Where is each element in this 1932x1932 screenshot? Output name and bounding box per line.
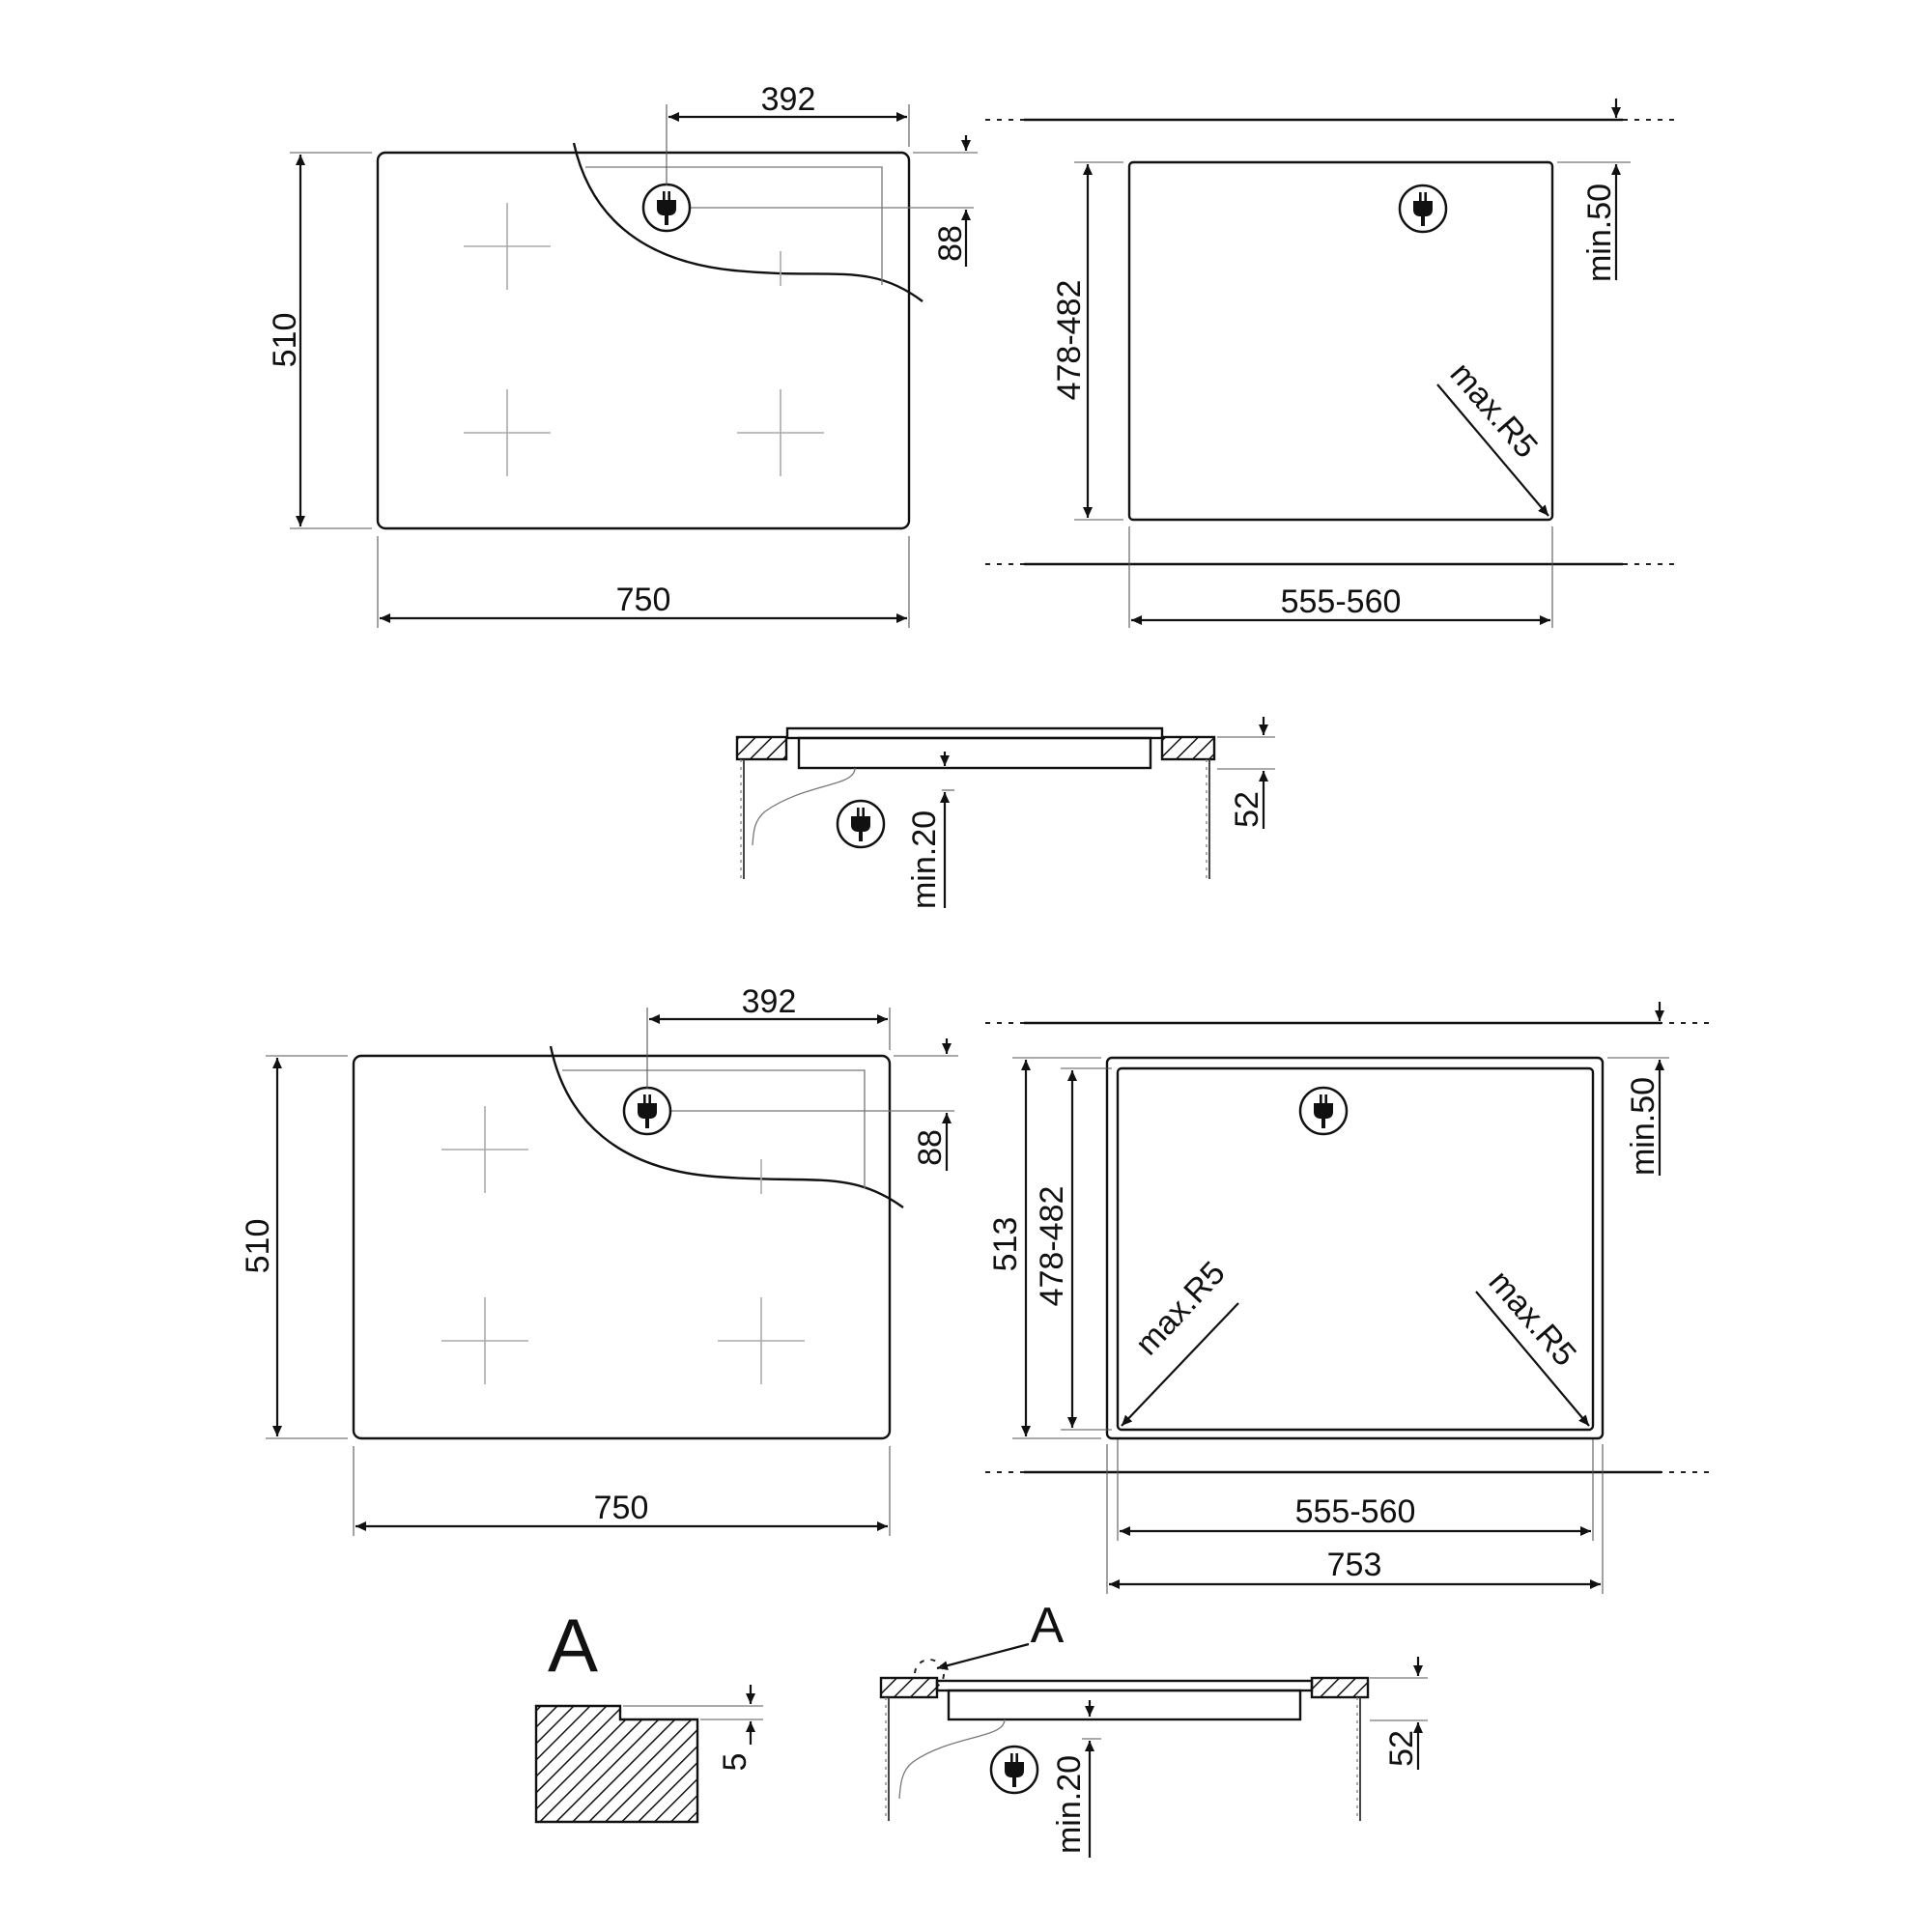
depth-label: 510 [240,1219,276,1274]
cutaway-curve [549,1045,904,1208]
burner-mark [717,1296,806,1385]
hob-outline [376,151,911,530]
burner-mark [463,388,552,477]
cutout-depth-label: 478-482 [1051,280,1088,401]
detail-a-dimensions: 5 [623,1685,763,1771]
plug-icon [622,1086,672,1136]
recess-depth-label: 513 [987,1217,1024,1272]
plug-icon [1298,1086,1349,1136]
burner-mark [463,202,552,291]
top-plan-dimensions: 750 510 392 88 [267,81,978,628]
detail-a: A [534,1603,699,1824]
top-hob-plan [376,142,974,530]
burner-mark [736,388,825,477]
below-clearance-label: min.20 [1051,1755,1088,1854]
hob-body [797,736,1152,770]
worktop-left [735,735,788,761]
width-label: 750 [616,582,671,618]
cutaway-curve [572,142,923,302]
cutout-width-label: 555-560 [1295,1493,1416,1530]
socket-y-label: 88 [912,1129,949,1166]
plug-icon [989,1745,1039,1795]
burner-mark [440,1105,529,1194]
below-clearance-label: min.20 [906,810,943,909]
bottom-hob-plan [352,1045,954,1440]
cutout-width-label: 555-560 [1281,583,1402,620]
cutout-depth-label: 478-482 [1034,1186,1070,1307]
cutout-outline [1116,1066,1595,1432]
worktop-step [534,1704,699,1824]
worktop-right [1160,735,1216,761]
rear-clearance-label: min.50 [1581,184,1618,282]
width-label: 750 [594,1490,649,1526]
detail-circle [914,1659,945,1690]
top-cutout [985,118,1681,566]
cutout-outline [1127,160,1554,522]
glass-top [935,1679,1314,1692]
glass-top [785,726,1164,740]
recess-outline [1105,1056,1605,1440]
radius-right-label: max.R5 [1482,1264,1584,1373]
socket-y-label: 88 [932,225,969,262]
bottom-cutout [985,1021,1710,1474]
socket-x-label: 392 [742,983,797,1020]
recess-width-label: 753 [1327,1547,1382,1583]
callout-a: A [1031,1598,1065,1654]
thickness-label: 52 [1229,791,1265,828]
top-section-dimensions: min.20 52 [906,717,1275,909]
rear-clearance-label: min.50 [1625,1077,1662,1176]
plug-icon [1398,184,1448,234]
bottom-plan-dimensions: 750 510 392 88 [240,983,958,1536]
top-cutout-dimensions: 555-560 478-482 min.50 max.R5 [1051,99,1631,628]
thickness-label: 52 [1383,1730,1420,1767]
worktop-left [879,1676,939,1699]
plug-icon [641,183,692,233]
bottom-section-dimensions: min.20 52 [1051,1657,1428,1858]
depth-label: 510 [267,313,303,368]
step-depth-label: 5 [717,1753,753,1772]
socket-x-label: 392 [761,81,816,118]
bottom-section: A [879,1598,1370,1821]
plug-icon [836,799,886,849]
burner-mark [440,1296,529,1385]
hob-outline [352,1054,892,1440]
worktop-right [1310,1676,1370,1699]
detail-title: A [548,1603,598,1688]
hob-body [947,1689,1302,1721]
top-section [735,726,1216,879]
radius-left-label: max.R5 [1128,1255,1233,1363]
